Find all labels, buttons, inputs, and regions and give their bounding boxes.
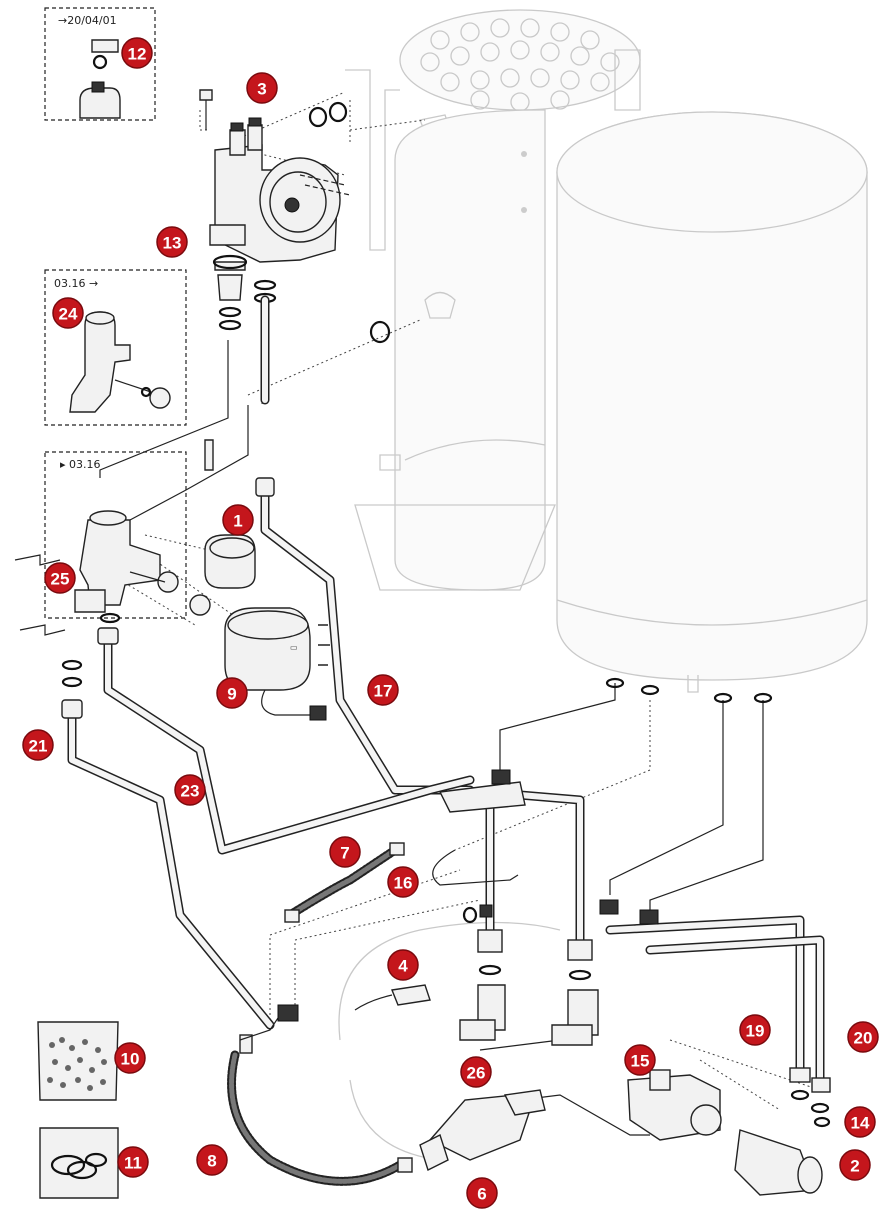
- callout-marker: [847, 1021, 879, 1053]
- callout-marker: [839, 1149, 871, 1181]
- valve-body-25: [14, 439, 214, 636]
- callout-number: 4: [398, 957, 408, 976]
- circulation-pump: [199, 89, 351, 263]
- callout-number: 11: [124, 1154, 142, 1173]
- callout-number: 8: [207, 1152, 216, 1171]
- callout-2: 2: [839, 1149, 871, 1181]
- callout-23: 23: [174, 774, 206, 806]
- callout-24: 24: [52, 297, 84, 329]
- callout-10: 10: [114, 1042, 146, 1074]
- inset-label-03-16-a: 03.16 →: [54, 277, 98, 290]
- callout-12: 12: [121, 37, 153, 69]
- callout-marker: [460, 1056, 492, 1088]
- callout-number: 20: [854, 1029, 873, 1048]
- filter-2: [734, 1129, 823, 1196]
- callout-1: 1: [222, 504, 254, 536]
- sensor-4: [354, 984, 431, 1011]
- callout-number: 7: [340, 844, 349, 863]
- callout-marker: [216, 677, 248, 709]
- callout-15: 15: [624, 1044, 656, 1076]
- callout-number: 10: [121, 1050, 140, 1069]
- callout-marker: [114, 1042, 146, 1074]
- callout-11: 11: [117, 1146, 149, 1178]
- callout-number: 23: [181, 782, 200, 801]
- callout-marker: [466, 1177, 498, 1209]
- callout-14: 14: [844, 1106, 876, 1138]
- callout-marker: [367, 674, 399, 706]
- callout-number: 2: [850, 1157, 859, 1176]
- callout-6: 6: [466, 1177, 498, 1209]
- callout-26: 26: [460, 1056, 492, 1088]
- flexible-hoses: [227, 842, 519, 1186]
- inset-box-24: 03.16 →: [44, 269, 187, 426]
- tank-ghost: [338, 9, 868, 1161]
- callout-13: 13: [156, 226, 188, 258]
- callout-16: 16: [387, 866, 419, 898]
- callout-marker: [329, 836, 361, 868]
- callout-marker: [52, 297, 84, 329]
- callout-marker: [196, 1144, 228, 1176]
- callout-19: 19: [739, 1014, 771, 1046]
- callout-number: 17: [374, 682, 393, 701]
- valve-motor-1: [204, 534, 256, 589]
- seals-bag-11: [39, 1127, 119, 1199]
- callout-number: 13: [163, 234, 182, 253]
- callout-21: 21: [22, 729, 54, 761]
- callout-number: 19: [746, 1022, 765, 1041]
- callout-number: 21: [29, 737, 48, 756]
- fittings-bag-10: [37, 1021, 119, 1101]
- callout-7: 7: [329, 836, 361, 868]
- callout-marker: [246, 72, 278, 104]
- callout-marker: [117, 1146, 149, 1178]
- callout-3: 3: [246, 72, 278, 104]
- callout-8: 8: [196, 1144, 228, 1176]
- callout-number: 1: [233, 512, 242, 531]
- callout-number: 25: [51, 570, 70, 589]
- callout-marker: [387, 949, 419, 981]
- inset-box-25: ▸ 03.16: [44, 451, 187, 619]
- callout-number: 14: [851, 1114, 870, 1133]
- callout-25: 25: [44, 562, 76, 594]
- pipe-fittings: [61, 477, 831, 1128]
- callout-17: 17: [367, 674, 399, 706]
- callout-marker: [22, 729, 54, 761]
- callout-marker: [624, 1044, 656, 1076]
- inset-label-03-16-b: ▸ 03.16: [60, 458, 101, 471]
- callout-9: 9: [216, 677, 248, 709]
- callout-number: 12: [128, 45, 147, 64]
- callout-marker: [222, 504, 254, 536]
- callout-4: 4: [387, 949, 419, 981]
- actuator-brand-mark: ▭: [290, 643, 298, 652]
- inset-label-20-04-01: →20/04/01: [58, 14, 117, 27]
- callout-number: 3: [257, 80, 266, 99]
- callout-marker: [174, 774, 206, 806]
- callout-number: 9: [227, 685, 236, 704]
- inset-box-12: →20/04/01: [44, 7, 156, 121]
- callout-marker: [739, 1014, 771, 1046]
- pump-connector-13: [212, 254, 391, 344]
- callout-marker: [844, 1106, 876, 1138]
- callout-number: 6: [477, 1185, 486, 1204]
- callout-marker: [387, 866, 419, 898]
- callout-number: 24: [59, 305, 78, 324]
- callout-number: 26: [467, 1064, 486, 1083]
- valve-assembly-6: [419, 1089, 546, 1171]
- callout-marker: [156, 226, 188, 258]
- callout-marker: [121, 37, 153, 69]
- valve-actuator-9: ▭: [224, 607, 330, 721]
- callout-number: 15: [631, 1052, 650, 1071]
- callout-marker: [44, 562, 76, 594]
- manifold-15: [627, 1069, 722, 1141]
- callout-number: 16: [394, 874, 413, 893]
- callout-20: 20: [847, 1021, 879, 1053]
